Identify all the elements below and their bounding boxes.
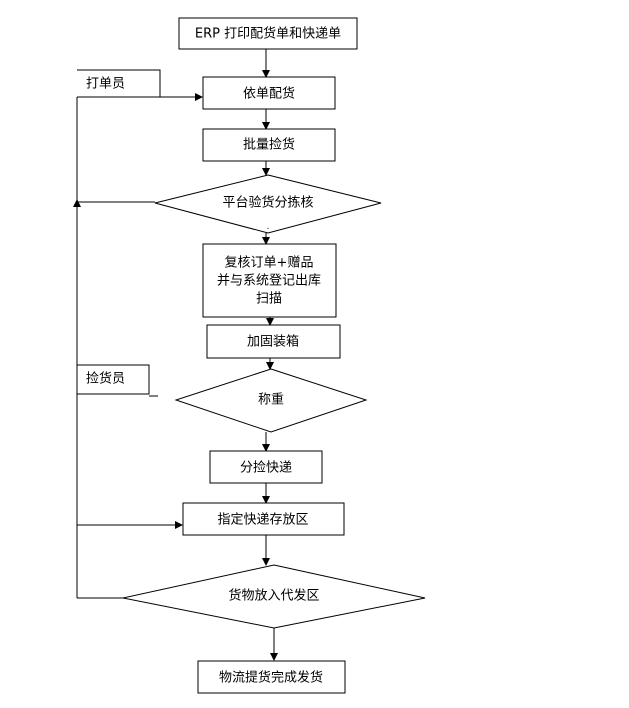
- node-recheck: 复核订单+赠品 并与系统登记出库 扫描: [202, 243, 337, 318]
- node-recheck-line3: 扫描: [256, 292, 282, 307]
- node-ship-label: 物流提货完成发货: [219, 670, 323, 686]
- stray-mark: .: [267, 222, 270, 232]
- node-ship: 物流提货完成发货: [197, 660, 346, 694]
- role-picker-label: 捡货员: [86, 371, 125, 387]
- role-picker-box: 捡货员: [77, 364, 158, 397]
- node-start-label: ERP 打印配货单和快递单: [195, 26, 341, 42]
- node-verify: 平台验货分拣核: [154, 174, 382, 234]
- node-weigh: 称重: [174, 368, 368, 433]
- node-designate-label: 指定快递存放区: [217, 513, 308, 528]
- node-start: ERP 打印配货单和快递单: [178, 17, 358, 50]
- node-recheck-line2: 并与系统登记出库: [217, 273, 321, 289]
- node-distribute: 依单配货: [202, 76, 336, 110]
- node-batch-pick-label: 批量捡货: [243, 137, 295, 153]
- node-reinforce: 加固装箱: [206, 324, 341, 359]
- node-recheck-line1: 复核订单+赠品: [225, 256, 314, 271]
- node-designate: 指定快递存放区: [182, 502, 345, 536]
- node-sort-express-label: 分捡快递: [240, 460, 292, 476]
- node-distribute-label: 依单配货: [243, 86, 295, 102]
- role-clerk-label: 打单员: [86, 77, 125, 92]
- node-batch-pick: 批量捡货: [202, 128, 336, 162]
- node-reinforce-label: 加固装箱: [247, 334, 299, 350]
- node-verify-label: 平台验货分拣核: [222, 195, 313, 211]
- node-dispatch-area-label: 货物放入代发区: [228, 588, 319, 604]
- node-weigh-label: 称重: [258, 392, 284, 408]
- node-dispatch-area: 货物放入代发区: [122, 564, 426, 629]
- node-sort-express: 分捡快递: [209, 450, 323, 484]
- role-clerk-box: 打单员: [77, 69, 161, 97]
